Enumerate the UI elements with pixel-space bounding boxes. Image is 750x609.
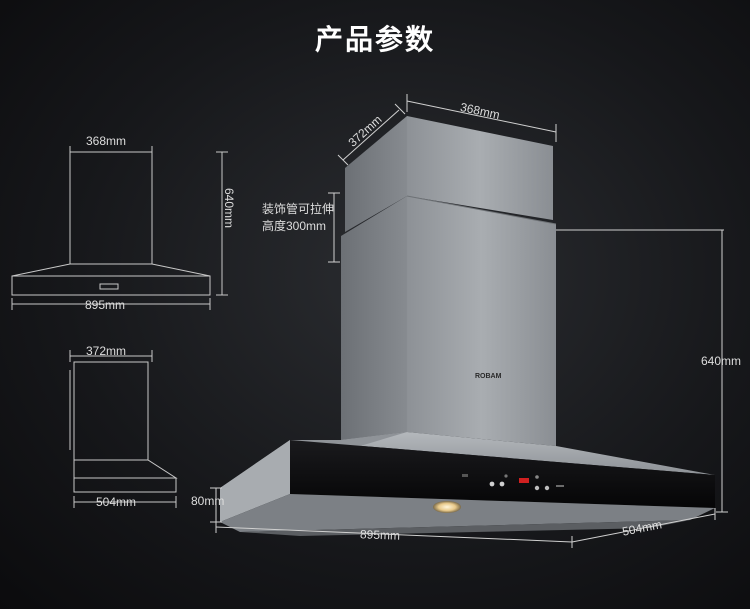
extension-note-line2: 高度300mm [262,219,327,233]
main-dimension-lines [210,94,728,548]
side-view-drawing [69,350,178,508]
front-width-top-label: 368mm [86,134,127,148]
page-title: 产品参数 [314,23,435,56]
extension-note: 装饰管可拉伸 高度300mm [262,201,334,235]
total-height-label: 640mm [701,354,742,368]
hood-height-label: 80mm [191,494,225,508]
range-hood-illustration [220,116,715,536]
extension-note-line1: 装饰管可拉伸 [262,202,335,216]
brand-logo: ROBAM [475,373,502,380]
front-width-bottom-label: 895mm [85,298,126,312]
hood-width-label: 895mm [359,527,401,543]
side-depth-top-label: 372mm [86,344,127,358]
front-height-label: 640mm [222,188,236,229]
side-depth-bottom-label: 504mm [96,495,137,509]
front-view-drawing [11,146,228,310]
